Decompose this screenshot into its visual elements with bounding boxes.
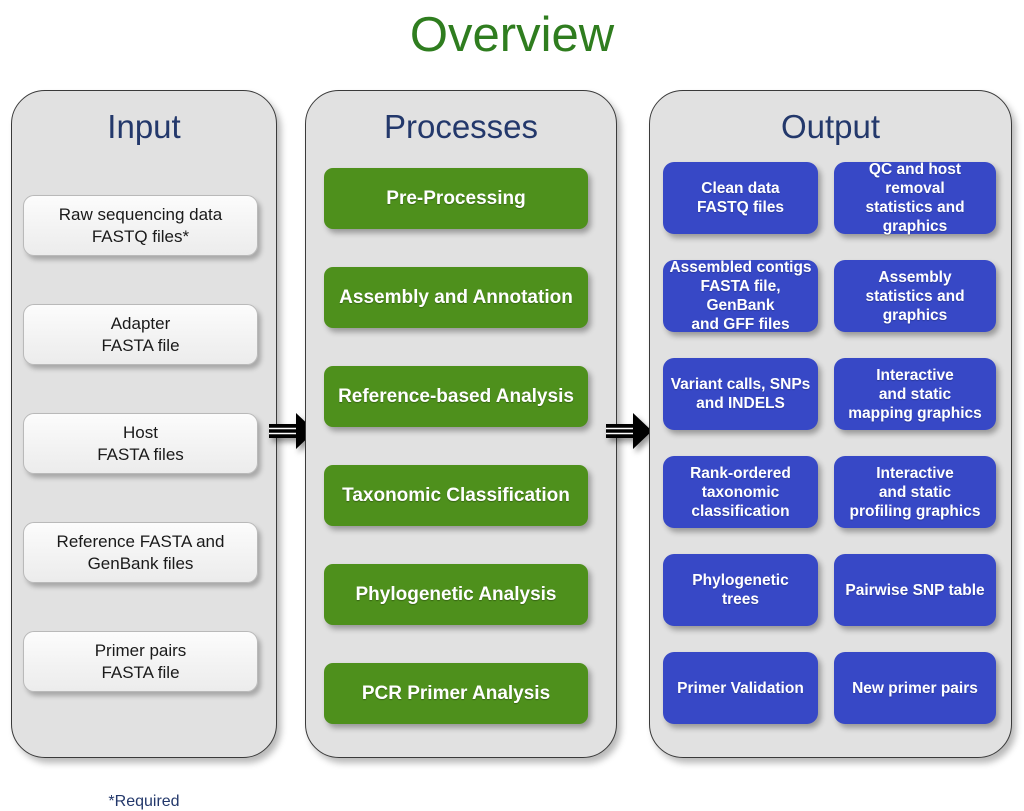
processes-panel-heading: Processes: [383, 108, 539, 145]
input-box-raw-sequencing-data[interactable]: Raw sequencing data FASTQ files*: [23, 195, 258, 256]
output-panel: Output Clean data FASTQ files QC and hos…: [649, 90, 1012, 758]
process-box-assembly-and-annotation[interactable]: Assembly and Annotation: [324, 267, 588, 328]
input-box-primer-pairs[interactable]: Primer pairs FASTA file: [23, 631, 258, 692]
input-box-host[interactable]: Host FASTA files: [23, 413, 258, 474]
process-box-pcr-primer-analysis[interactable]: PCR Primer Analysis: [324, 663, 588, 724]
page-title: Overview: [409, 8, 615, 62]
processes-panel: Processes Pre-Processing Assembly and An…: [305, 90, 617, 758]
output-box-phylogenetic-trees[interactable]: Phylogenetic trees: [663, 554, 818, 626]
arrow-input-to-processes-icon: [269, 409, 315, 453]
process-box-reference-based-analysis[interactable]: Reference-based Analysis: [324, 366, 588, 427]
output-box-primer-validation[interactable]: Primer Validation: [663, 652, 818, 724]
input-required-footnote: *Required: [108, 793, 180, 810]
process-box-pre-processing[interactable]: Pre-Processing: [324, 168, 588, 229]
process-box-taxonomic-classification[interactable]: Taxonomic Classification: [324, 465, 588, 526]
input-box-reference[interactable]: Reference FASTA and GenBank files: [23, 522, 258, 583]
process-box-phylogenetic-analysis[interactable]: Phylogenetic Analysis: [324, 564, 588, 625]
output-box-clean-data[interactable]: Clean data FASTQ files: [663, 162, 818, 234]
output-box-pairwise-snp-table[interactable]: Pairwise SNP table: [834, 554, 996, 626]
output-box-profiling-graphics[interactable]: Interactive and static profiling graphic…: [834, 456, 996, 528]
arrow-processes-to-output-icon: [606, 409, 652, 453]
output-box-qc-host-removal-stats[interactable]: QC and host removal statistics and graph…: [834, 161, 996, 235]
output-box-new-primer-pairs[interactable]: New primer pairs: [834, 652, 996, 724]
output-box-variant-calls[interactable]: Variant calls, SNPs and INDELS: [663, 358, 818, 430]
output-box-assembly-stats[interactable]: Assembly statistics and graphics: [834, 260, 996, 332]
input-panel-heading: Input: [107, 108, 181, 145]
output-box-rank-ordered-taxonomy[interactable]: Rank-ordered taxonomic classification: [663, 456, 818, 528]
output-box-assembled-contigs[interactable]: Assembled contigs FASTA file, GenBank an…: [663, 259, 818, 333]
output-panel-heading: Output: [780, 108, 881, 145]
output-box-mapping-graphics[interactable]: Interactive and static mapping graphics: [834, 358, 996, 430]
input-panel: Input Raw sequencing data FASTQ files* A…: [11, 90, 277, 810]
input-box-adapter[interactable]: Adapter FASTA file: [23, 304, 258, 365]
